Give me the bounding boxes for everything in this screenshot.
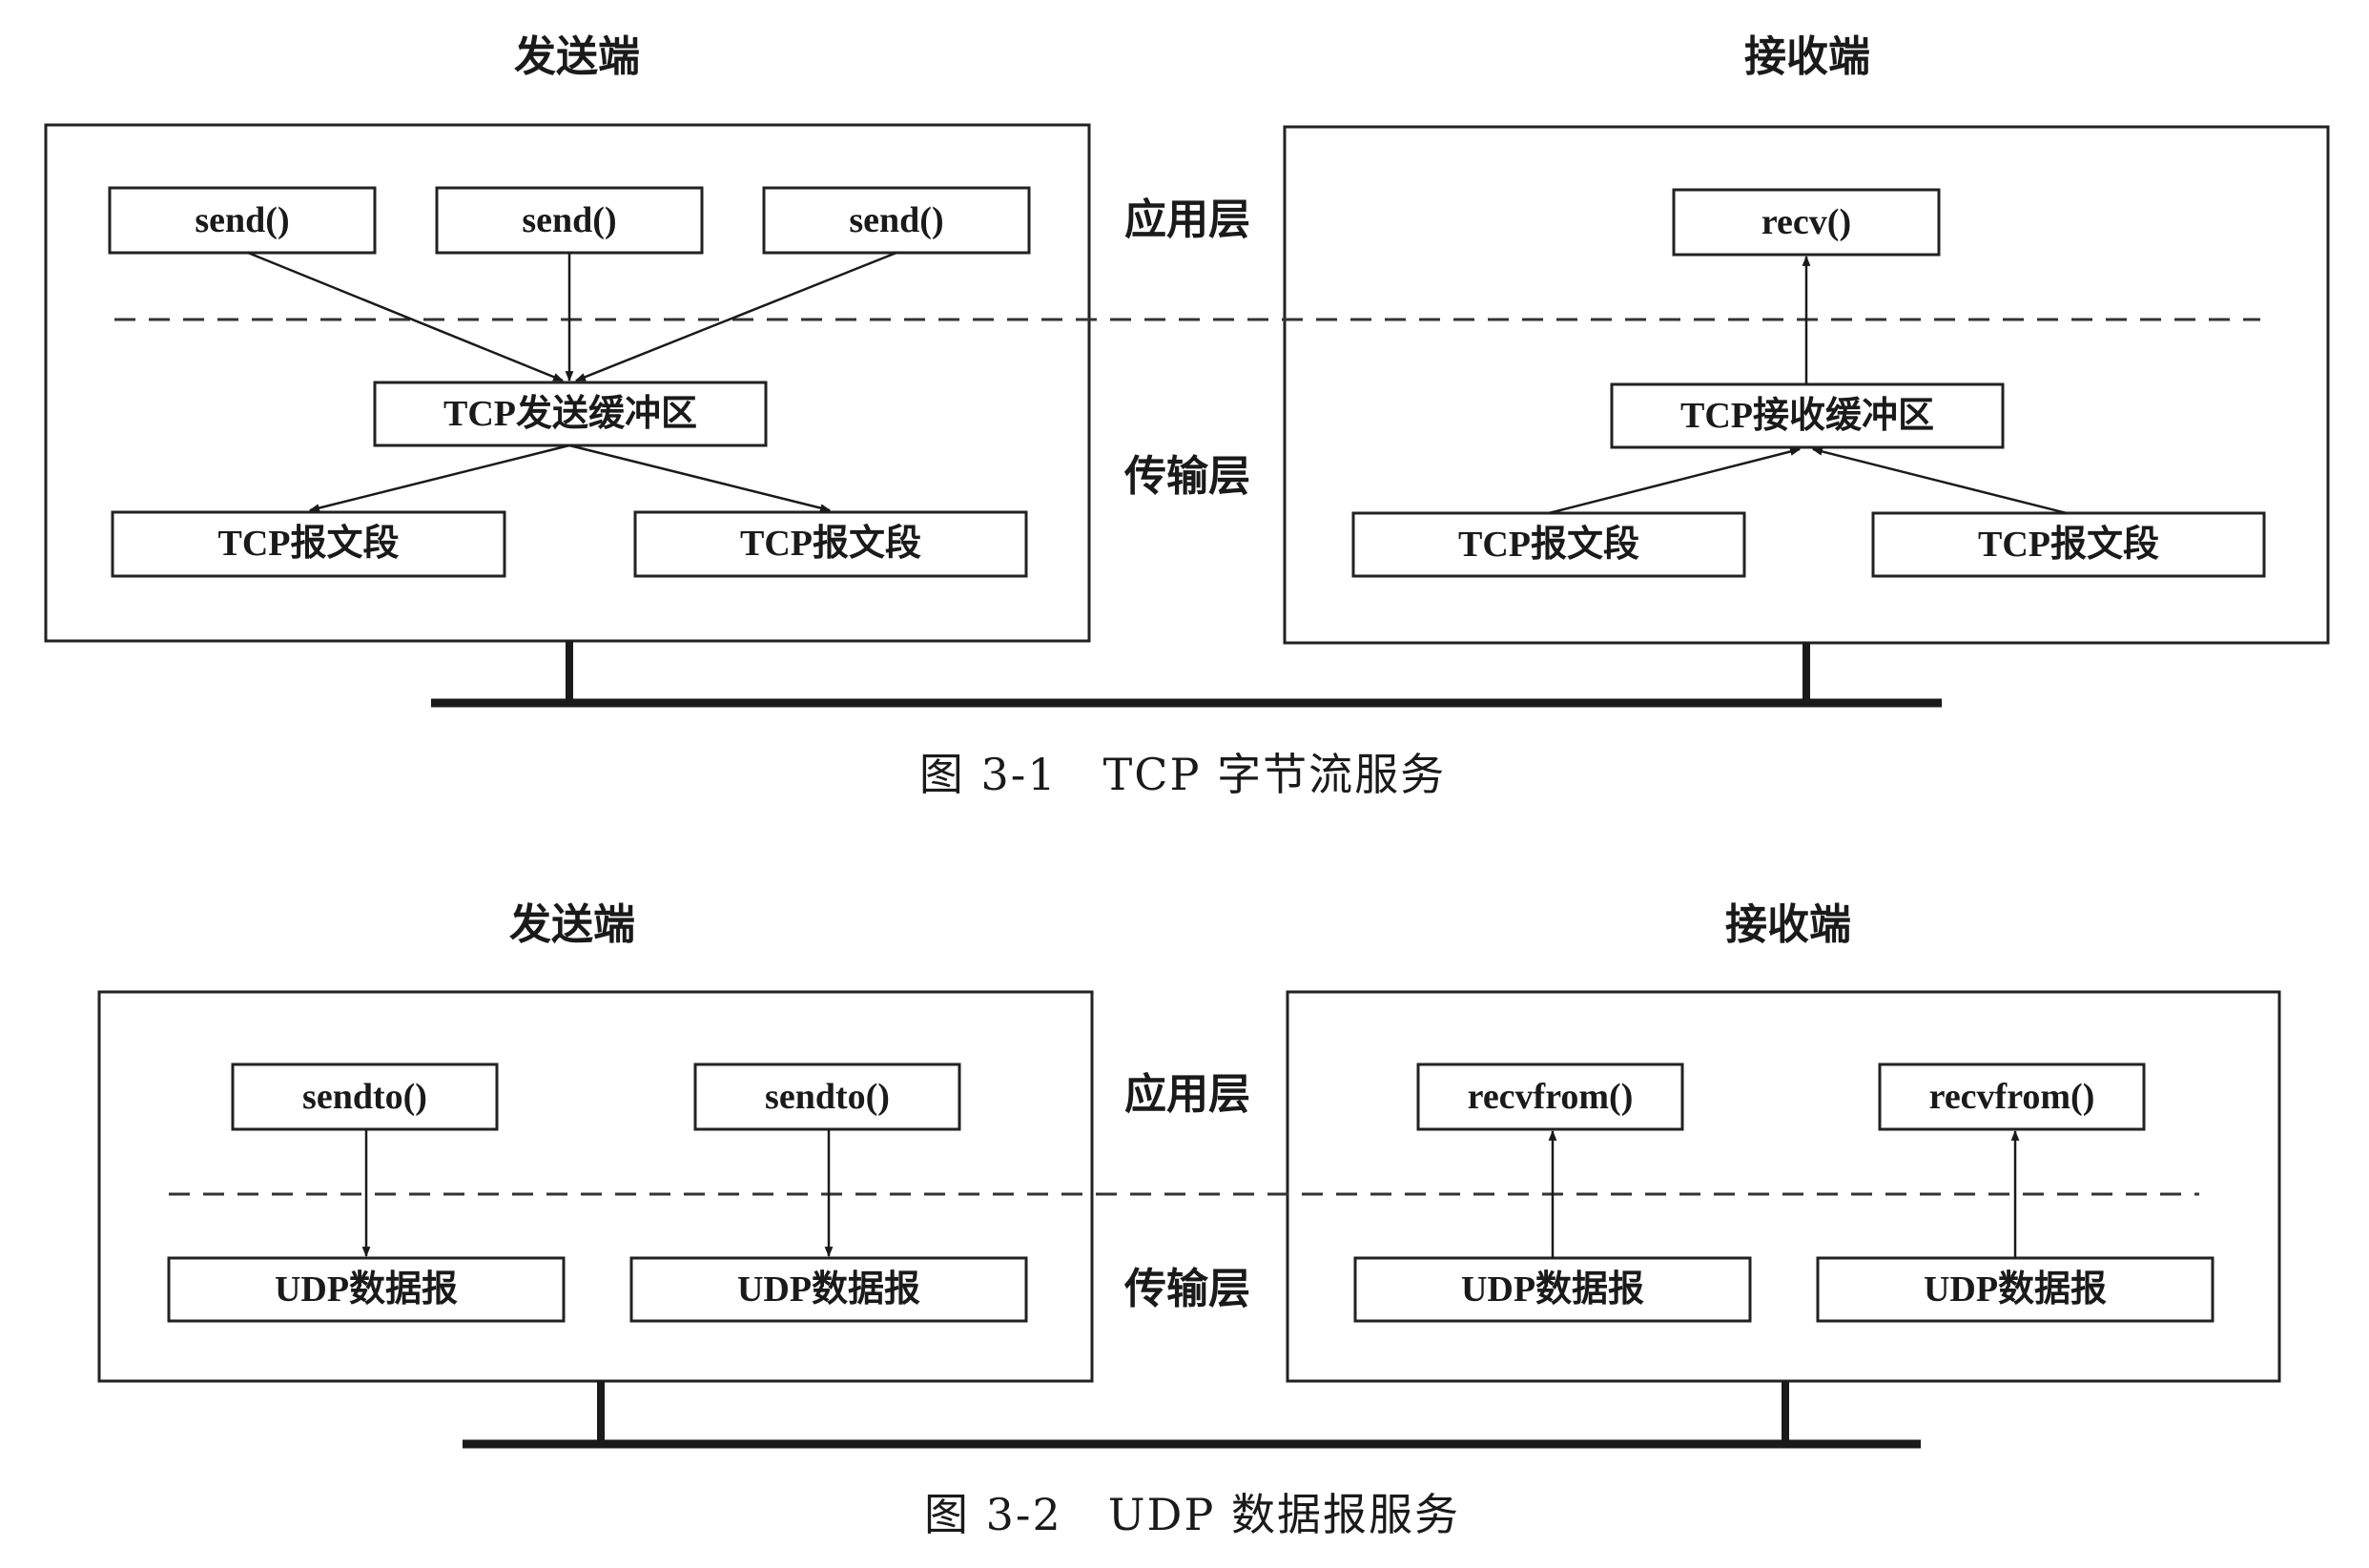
udp-recvfrom-label-1: recvfrom() xyxy=(1467,1077,1634,1117)
tcp-send-buffer-box xyxy=(373,381,768,447)
udp-recv-datagram-label-2: UDP数据报 xyxy=(1923,1269,2108,1310)
tcp-send-segment-label-1: TCP报文段 xyxy=(217,524,400,564)
udp-recvfrom-box-2 xyxy=(1878,1063,2146,1131)
udp-send-datagram-box-1 xyxy=(167,1256,566,1323)
tcp-send-segment-box-1 xyxy=(111,510,506,578)
tcp-send-arrow-1 xyxy=(247,251,565,382)
udp-send-datagram-label-1: UDP数据报 xyxy=(274,1269,459,1310)
tcp-recv-segment-box-2 xyxy=(1871,511,2266,578)
udp-figure-caption: 图 3-2 UDP 数据报服务 xyxy=(924,1489,1460,1540)
tcp-recv-buffer-label: TCP接收缓冲区 xyxy=(1679,396,1934,436)
udp-figure xyxy=(97,990,2281,1449)
tcp-send-call-label-3: send() xyxy=(849,200,944,240)
udp-recv-datagram-box-1 xyxy=(1353,1256,1752,1323)
tcp-send-arrow-3 xyxy=(574,251,897,382)
udp-sender-title: 发送端 xyxy=(509,900,635,949)
udp-sendto-label-2: sendto() xyxy=(765,1077,890,1117)
udp-receiver-title: 接收端 xyxy=(1725,900,1851,949)
tcp-send-segment-box-2 xyxy=(633,510,1028,578)
tcp-recv-segment-arrow-2 xyxy=(1811,447,2068,515)
tcp-recv-segment-arrow-1 xyxy=(1548,447,1802,515)
tcp-recv-call-label: recv() xyxy=(1761,202,1852,242)
tcp-segment-arrow-1 xyxy=(308,444,570,512)
tcp-figure xyxy=(44,123,2330,708)
tcp-send-call-box-1 xyxy=(108,186,377,255)
tcp-transport-layer-label: 传输层 xyxy=(1124,452,1250,501)
udp-sendto-label-1: sendto() xyxy=(302,1077,427,1117)
tcp-send-segment-label-2: TCP报文段 xyxy=(739,524,921,564)
udp-receiver-host-frame xyxy=(1286,990,2281,1383)
tcp-recv-call-box xyxy=(1672,188,1941,257)
tcp-send-call-label-2: send() xyxy=(522,200,617,240)
udp-recv-datagram-box-2 xyxy=(1816,1256,2214,1323)
tcp-app-layer-label: 应用层 xyxy=(1124,196,1250,244)
udp-send-datagram-label-2: UDP数据报 xyxy=(736,1269,921,1310)
udp-sender-host-frame xyxy=(97,990,1094,1383)
tcp-send-buffer-label: TCP发送缓冲区 xyxy=(443,394,697,434)
tcp-send-call-label-1: send() xyxy=(195,200,290,240)
tcp-segment-arrow-2 xyxy=(568,444,832,512)
tcp-recv-segment-box-1 xyxy=(1351,511,1746,578)
udp-recvfrom-label-2: recvfrom() xyxy=(1928,1077,2095,1117)
tcp-send-call-box-2 xyxy=(435,186,704,255)
tcp-figure-caption: 图 3-1 TCP 字节流服务 xyxy=(918,749,1447,800)
tcp-recv-buffer-box xyxy=(1610,382,2005,449)
tcp-recv-segment-label-2: TCP报文段 xyxy=(1977,525,2159,565)
udp-transport-layer-label: 传输层 xyxy=(1124,1265,1250,1313)
udp-recvfrom-box-1 xyxy=(1416,1063,1684,1131)
tcp-sender-title: 发送端 xyxy=(514,32,640,81)
udp-recv-datagram-label-1: UDP数据报 xyxy=(1460,1269,1645,1310)
udp-sendto-box-1 xyxy=(231,1063,499,1131)
tcp-receiver-title: 接收端 xyxy=(1744,32,1870,81)
udp-send-datagram-box-2 xyxy=(629,1256,1028,1323)
udp-app-layer-label: 应用层 xyxy=(1124,1070,1250,1119)
udp-sendto-box-2 xyxy=(693,1063,961,1131)
tcp-recv-segment-label-1: TCP报文段 xyxy=(1457,525,1639,565)
